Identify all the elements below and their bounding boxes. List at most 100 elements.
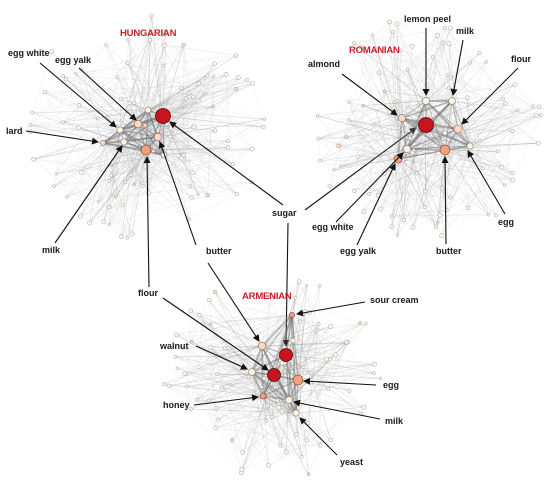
- network-node: [249, 146, 255, 152]
- network-edge: [32, 112, 147, 151]
- network-node: [318, 443, 323, 448]
- network-edge: [469, 142, 539, 147]
- network-edge: [372, 34, 380, 73]
- network-edge: [403, 103, 506, 221]
- network-edge: [163, 63, 215, 156]
- network-edge: [202, 323, 219, 420]
- network-edge: [78, 105, 125, 143]
- network-node: [205, 73, 210, 78]
- network-edge: [469, 145, 506, 186]
- network-edge: [378, 21, 390, 73]
- network-edge: [98, 123, 139, 202]
- network-edge: [380, 188, 443, 210]
- network-edge: [369, 193, 438, 223]
- network-edge: [285, 354, 375, 374]
- network-edge: [457, 106, 534, 130]
- label-sugar: sugar: [169, 121, 417, 347]
- network-edge: [338, 46, 413, 147]
- ingredient-label: egg white: [312, 222, 354, 232]
- network-edge: [123, 154, 165, 206]
- network-edge: [147, 92, 189, 111]
- network-edge: [209, 299, 331, 327]
- network-edge: [348, 119, 425, 208]
- network-edge: [163, 148, 253, 156]
- network-edge: [241, 360, 290, 470]
- network-edge: [134, 39, 151, 185]
- network-edge: [285, 354, 362, 414]
- pointer-arrow: [296, 301, 366, 317]
- label-milk: milk: [450, 26, 475, 96]
- network-edge: [102, 102, 135, 144]
- network-node: [236, 75, 241, 80]
- network-edge: [183, 63, 215, 161]
- network-edge: [353, 42, 398, 102]
- network-edge: [403, 97, 468, 221]
- network-edge: [425, 62, 471, 102]
- network-edge: [81, 74, 227, 173]
- network-edge: [416, 128, 459, 174]
- network-edge: [123, 32, 167, 143]
- network-edge: [202, 314, 293, 324]
- network-edge: [81, 69, 104, 144]
- network-node: [182, 371, 187, 377]
- network-edge: [467, 97, 489, 215]
- network-node: [332, 168, 336, 172]
- network-edge: [53, 73, 76, 187]
- network-edge: [121, 74, 227, 99]
- network-node: [315, 114, 320, 118]
- network-edge: [183, 100, 199, 161]
- ingredient-label: egg yalk: [340, 246, 377, 256]
- network-edge: [33, 141, 125, 160]
- network-edge: [424, 145, 471, 208]
- network-edge: [190, 291, 216, 311]
- network-node: [123, 180, 128, 184]
- network-edge: [176, 334, 375, 365]
- network-edge: [391, 62, 471, 217]
- network-edge: [444, 149, 489, 215]
- network-edge: [378, 169, 391, 196]
- network-edge: [444, 149, 513, 181]
- network-edge: [396, 23, 480, 54]
- network-node: [173, 332, 179, 338]
- network-edge: [397, 74, 449, 160]
- network-edge: [378, 101, 398, 196]
- network-edge: [292, 340, 304, 368]
- network-edge: [444, 100, 453, 151]
- network-edge: [33, 159, 132, 176]
- network-edge: [397, 128, 459, 160]
- network-edge: [273, 364, 375, 376]
- network-edge: [181, 96, 194, 158]
- network-edge: [181, 157, 199, 195]
- network-node: [179, 85, 184, 91]
- network-edge: [97, 96, 194, 119]
- network-edge: [137, 123, 264, 128]
- network-edge: [123, 154, 165, 206]
- network-edge: [102, 123, 168, 144]
- network-node: [175, 366, 179, 370]
- network-node: [347, 100, 351, 104]
- network-node: [435, 32, 440, 38]
- pointer-arrow: [193, 394, 259, 406]
- network-edge: [102, 142, 128, 238]
- network-edge: [363, 132, 446, 212]
- network-edge: [242, 412, 297, 453]
- network-edge: [349, 61, 487, 103]
- network-edge: [121, 154, 165, 237]
- network-edge: [190, 310, 263, 347]
- network-edge: [62, 33, 151, 123]
- network-edge: [368, 145, 471, 195]
- network-edge: [119, 129, 147, 151]
- network-edge: [378, 72, 513, 174]
- ingredient-label: milk: [385, 416, 404, 426]
- network-edge: [63, 55, 237, 123]
- network-edge: [340, 148, 408, 167]
- network-node: [439, 233, 445, 239]
- pointer-arrow: [450, 39, 464, 96]
- network-node: [162, 63, 166, 68]
- network-edge: [145, 147, 228, 151]
- network-edge: [496, 114, 542, 216]
- network-edge: [397, 106, 540, 160]
- network-node: [147, 37, 153, 43]
- network-edge: [348, 101, 497, 216]
- network-edge: [30, 92, 45, 126]
